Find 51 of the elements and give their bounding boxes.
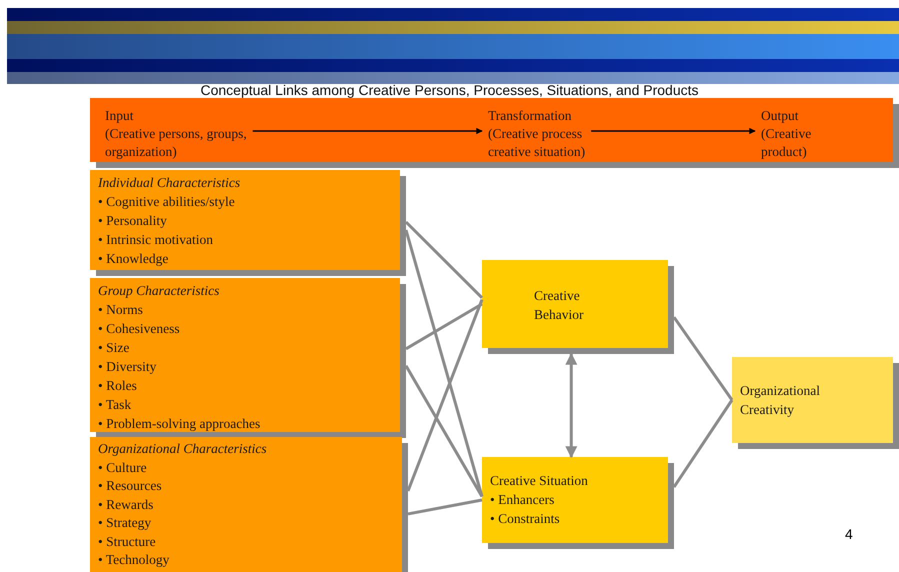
connector-line [408,498,482,516]
list-item: • Resources [98,477,163,495]
list-item: • Strategy [98,514,152,532]
list-item: • Culture [98,458,148,476]
box-label: Creative Behavior [534,287,584,324]
process-box [482,457,668,543]
characteristics-box [90,278,400,432]
list-item: • Rewards [98,496,154,514]
list-item: • Intrinsic motivation [98,231,214,249]
heading-text: Organizational Characteristics [98,440,268,458]
characteristics-box [90,170,400,270]
list-item: • Cognitive abilities/style [98,193,236,211]
body-text: (Creative product) [761,125,812,161]
connector-line [405,302,483,350]
body-text: (Creative persons, groups, organization) [105,125,248,161]
diagram-title: Conceptual Links among Creative Persons, Processes, Situations, and Products [199,82,700,98]
arrow [565,352,578,458]
list-item: • Size [98,339,130,357]
heading-text: Group Characteristics [98,282,220,300]
arrow [591,128,756,134]
heading-text: Individual Characteristics [98,174,242,192]
connector-line [672,316,734,401]
list-item: • Knowledge [98,250,170,268]
list-item: • Constraints [490,510,561,528]
connector-line [404,220,484,299]
connector-line [404,230,484,497]
process-box [482,260,668,348]
heading-text: Transformation [488,107,572,125]
page-number: 4 [845,526,853,542]
heading-text: Input [105,107,134,125]
connector-line [672,399,734,488]
list-item: • Technology [98,551,170,569]
heading-text: Output [761,107,800,125]
box-label: Organizational Creativity [740,382,821,419]
list-item: • Cohesiveness [98,320,181,338]
list-item: • Roles [98,377,138,395]
heading-text: Creative Situation [490,472,589,490]
output-box [732,357,893,443]
list-item: • Task [98,396,132,414]
list-item: • Problem-solving approaches [98,415,262,433]
arrow [252,128,483,134]
connector-line [406,299,484,492]
body-text: (Creative process creative situation) [488,125,586,161]
process-band [90,98,893,162]
list-item: • Personality [98,212,168,230]
connector-line [404,365,484,498]
characteristics-box [90,437,402,572]
list-item: • Enhancers [490,491,556,509]
list-item: • Norms [98,301,144,319]
list-item: • Diversity [98,358,158,376]
list-item: • Structure [98,532,157,550]
